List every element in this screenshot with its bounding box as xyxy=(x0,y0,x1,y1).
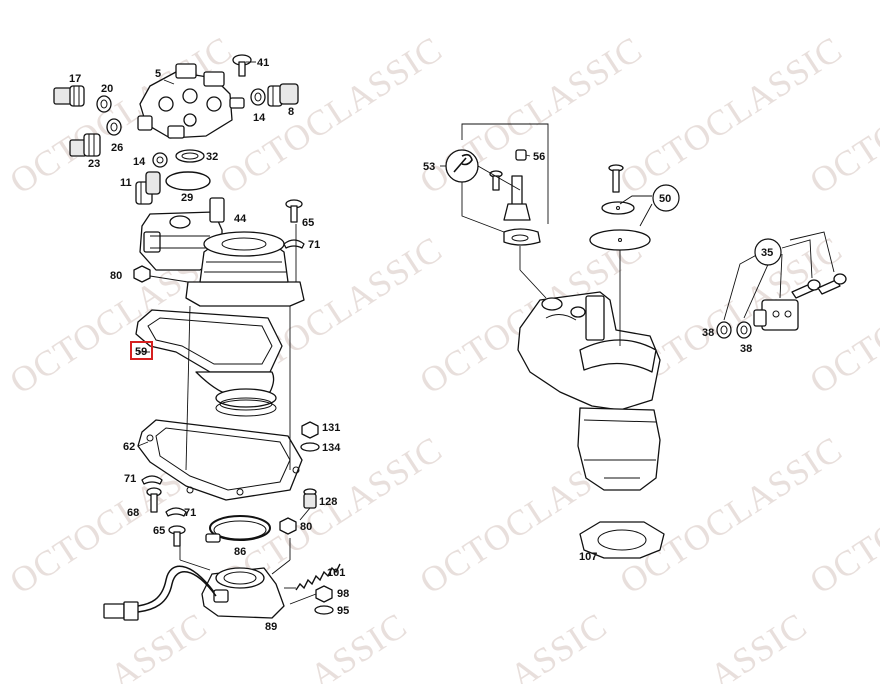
callout-8[interactable]: 8 xyxy=(288,106,294,118)
callout-86[interactable]: 86 xyxy=(234,546,246,558)
callout-95[interactable]: 95 xyxy=(337,605,349,617)
part-65-bolt[interactable] xyxy=(168,525,186,547)
callout-29[interactable]: 29 xyxy=(181,192,193,204)
part-95-washer[interactable] xyxy=(314,605,334,615)
part-71-washer[interactable] xyxy=(283,239,305,249)
callout-98[interactable]: 98 xyxy=(337,588,349,600)
callout-17[interactable]: 17 xyxy=(69,73,81,85)
part-56-cap[interactable] xyxy=(515,149,527,161)
part-38-washer[interactable] xyxy=(736,321,752,339)
callout-65[interactable]: 65 xyxy=(153,525,165,537)
part-35-actuator[interactable] xyxy=(753,273,847,331)
part-50-diaphragm[interactable] xyxy=(589,164,651,251)
callout-80[interactable]: 80 xyxy=(110,270,122,282)
part-20-washer[interactable] xyxy=(96,95,112,113)
callout-107[interactable]: 107 xyxy=(579,551,597,563)
part-86-clamp[interactable] xyxy=(205,515,271,543)
callout-89[interactable]: 89 xyxy=(265,621,277,633)
part-44-mixture-regulator[interactable] xyxy=(139,197,225,271)
watermark-fragment: ASSIC xyxy=(703,605,815,684)
callout-71[interactable]: 71 xyxy=(124,473,136,485)
callout-50[interactable]: 50 xyxy=(659,193,671,205)
part-29-o-ring[interactable] xyxy=(165,171,211,191)
part-5-distributor-head[interactable] xyxy=(137,63,245,139)
part-128-stud[interactable] xyxy=(303,488,317,509)
part-65-bolt[interactable] xyxy=(285,199,303,223)
part-8-fitting[interactable] xyxy=(267,83,299,107)
callout-badge-35 xyxy=(754,238,782,266)
callout-badge-50 xyxy=(652,184,680,212)
part-53-valve-bracket[interactable] xyxy=(445,149,541,246)
callout-32[interactable]: 32 xyxy=(206,151,218,163)
part-80-nut[interactable] xyxy=(133,265,151,283)
callout-62[interactable]: 62 xyxy=(123,441,135,453)
callout-131[interactable]: 131 xyxy=(322,422,340,434)
callout-5[interactable]: 5 xyxy=(155,68,161,80)
leader-lines-left xyxy=(137,61,317,605)
part-11-fitting[interactable] xyxy=(135,171,161,205)
callout-101[interactable]: 101 xyxy=(327,567,345,579)
callout-41[interactable]: 41 xyxy=(257,57,269,69)
part-98-nut[interactable] xyxy=(315,585,333,603)
part-101-spring[interactable] xyxy=(295,563,341,591)
part-62-base-plate[interactable] xyxy=(137,419,303,501)
callout-128[interactable]: 128 xyxy=(319,496,337,508)
callout-20[interactable]: 20 xyxy=(101,83,113,95)
part-17-fitting[interactable] xyxy=(53,85,85,107)
callout-65[interactable]: 65 xyxy=(302,217,314,229)
part-26-washer[interactable] xyxy=(106,118,122,136)
air-flow-sensor-housing[interactable] xyxy=(185,231,305,307)
callout-38[interactable]: 38 xyxy=(702,327,714,339)
callout-26[interactable]: 26 xyxy=(111,142,123,154)
part-71-washer[interactable] xyxy=(141,475,163,485)
callout-38[interactable]: 38 xyxy=(740,343,752,355)
callout-labels-left: 17 20 5 41 14 8 26 23 14 32 11 29 44 65 … xyxy=(69,57,349,633)
center-assembly: 53 56 50 35 38 38 107 xyxy=(423,123,847,563)
callout-11[interactable]: 11 xyxy=(120,177,132,189)
watermark-fragment: ASSIC xyxy=(303,605,415,684)
callout-80[interactable]: 80 xyxy=(300,521,312,533)
callout-14[interactable]: 14 xyxy=(253,112,266,124)
left-assembly: 17 20 5 41 14 8 26 23 14 32 11 29 44 65 … xyxy=(53,54,349,633)
part-38-washer[interactable] xyxy=(716,321,732,339)
watermark-text: OCTOCLASSIC xyxy=(213,29,450,202)
part-134-washer[interactable] xyxy=(300,442,320,452)
callout-134[interactable]: 134 xyxy=(322,442,341,454)
callout-71[interactable]: 71 xyxy=(308,239,320,251)
part-80-nut[interactable] xyxy=(279,517,297,535)
part-23-fitting[interactable] xyxy=(69,133,101,157)
part-89-throttle-housing[interactable] xyxy=(103,565,285,621)
part-71-washer[interactable] xyxy=(165,507,187,517)
selected-part-highlight xyxy=(130,341,153,360)
callout-68[interactable]: 68 xyxy=(127,507,139,519)
callout-56[interactable]: 56 xyxy=(533,151,545,163)
callout-53[interactable]: 53 xyxy=(423,161,435,173)
leader-lines-center xyxy=(440,123,835,346)
callout-labels-center: 53 56 50 35 38 38 107 xyxy=(423,151,773,563)
callout-71[interactable]: 71 xyxy=(184,507,196,519)
callout-23[interactable]: 23 xyxy=(88,158,100,170)
part-32-gasket[interactable] xyxy=(175,149,205,163)
part-107-gasket[interactable] xyxy=(579,521,665,559)
callout-44[interactable]: 44 xyxy=(234,213,247,225)
callout-35[interactable]: 35 xyxy=(761,247,773,259)
air-flow-meter-housing[interactable] xyxy=(517,291,661,491)
watermark-fragment: ASSIC xyxy=(503,605,615,684)
callout-14[interactable]: 14 xyxy=(133,156,146,168)
callout-59[interactable]: 59 xyxy=(135,346,147,358)
part-41-screw[interactable] xyxy=(232,54,252,77)
part-14-washer[interactable] xyxy=(152,152,168,168)
part-131-nut[interactable] xyxy=(301,421,319,439)
part-59-funnel-housing[interactable] xyxy=(135,309,283,417)
part-68-bolt[interactable] xyxy=(146,487,162,513)
part-14-washer[interactable] xyxy=(250,88,266,106)
